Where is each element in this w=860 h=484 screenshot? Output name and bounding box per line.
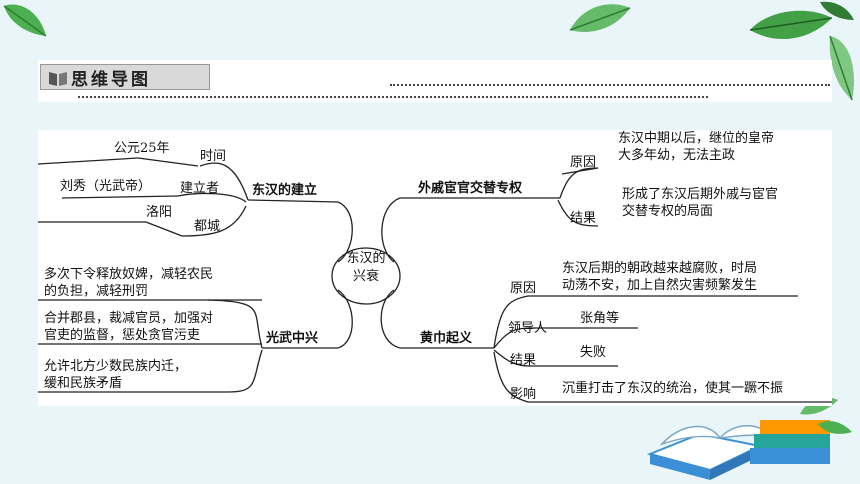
mindmap-title-text: 思维导图: [71, 69, 151, 90]
yellow-turban-cause-line2: 动荡不安，加上自然灾害频繁发生: [562, 278, 758, 293]
yellow-turban-impact-value: 沉重打击了东汉的统治，使其一蹶不振: [562, 381, 784, 396]
eunuchs-result-line1: 形成了东汉后期外戚与宦官: [622, 187, 779, 202]
yellow-turban-result-label: 结果: [510, 353, 537, 368]
yellow-turban-cause-line1: 东汉后期的朝政越来越腐败，时局: [562, 261, 758, 276]
center-node-line2: 兴衰: [352, 269, 379, 284]
founding-time-value: 公元25年: [114, 141, 170, 156]
book-icon: [49, 72, 67, 86]
center-node: 东汉的 兴衰: [336, 250, 396, 298]
dotted-divider: [390, 84, 830, 86]
founding-capital-value: 洛阳: [146, 205, 173, 220]
yellow-turban-result-value: 失败: [580, 345, 607, 360]
books-illustration: [646, 397, 852, 480]
eunuchs-result-line2: 交替专权的局面: [622, 204, 714, 219]
eunuchs-cause-line2: 大多年幼，无法主政: [618, 148, 736, 163]
leaf-decoration-top-right: [749, 1, 854, 101]
restoration-item-1-line1: 多次下令释放奴婢，减轻农民: [44, 267, 214, 282]
dotted-divider: [78, 96, 708, 98]
restoration-item-2-line2: 官吏的监督，惩处贪官污吏: [44, 328, 201, 343]
leaf-decoration-top-center: [569, 4, 631, 32]
yellow-turban-leader-value: 张角等: [580, 311, 620, 326]
yellow-turban-cause-label: 原因: [510, 281, 537, 296]
branch-restoration: 光武中兴: [266, 331, 319, 346]
restoration-item-2-line1: 合并郡县，裁减官员，加强对: [44, 311, 214, 326]
yellow-turban-impact-label: 影响: [510, 387, 537, 402]
mind-map-lines: [38, 157, 832, 403]
mindmap-title: 思维导图: [40, 64, 210, 90]
leaf-decoration-top-left: [3, 4, 47, 37]
eunuchs-cause-line1: 东汉中期以后，继位的皇帝: [618, 131, 775, 146]
center-node-line1: 东汉的: [346, 251, 386, 266]
founding-founder-value: 刘秀（光武帝）: [60, 179, 152, 194]
restoration-item-3-line2: 缓和民族矛盾: [44, 376, 123, 391]
founding-time-label: 时间: [200, 149, 227, 164]
founding-founder-label: 建立者: [180, 181, 220, 196]
restoration-item-3-line1: 允许北方少数民族内迁，: [44, 359, 188, 374]
yellow-turban-leader-label: 领导人: [508, 321, 548, 336]
branch-yellow-turban: 黄巾起义: [420, 331, 473, 346]
founding-capital-label: 都城: [194, 219, 221, 234]
section-header: 思维导图: [38, 60, 832, 102]
restoration-item-1-line2: 的负担，减轻刑罚: [44, 284, 149, 299]
mind-map: 东汉的 兴衰 东汉的建立 时间 公元25年 建立者 刘秀（光武帝） 都城 洛阳 …: [38, 130, 832, 406]
branch-eunuchs: 外戚宦官交替专权: [418, 181, 523, 196]
eunuchs-cause-label: 原因: [570, 155, 597, 170]
eunuchs-result-label: 结果: [570, 211, 597, 226]
branch-founding: 东汉的建立: [252, 183, 318, 198]
